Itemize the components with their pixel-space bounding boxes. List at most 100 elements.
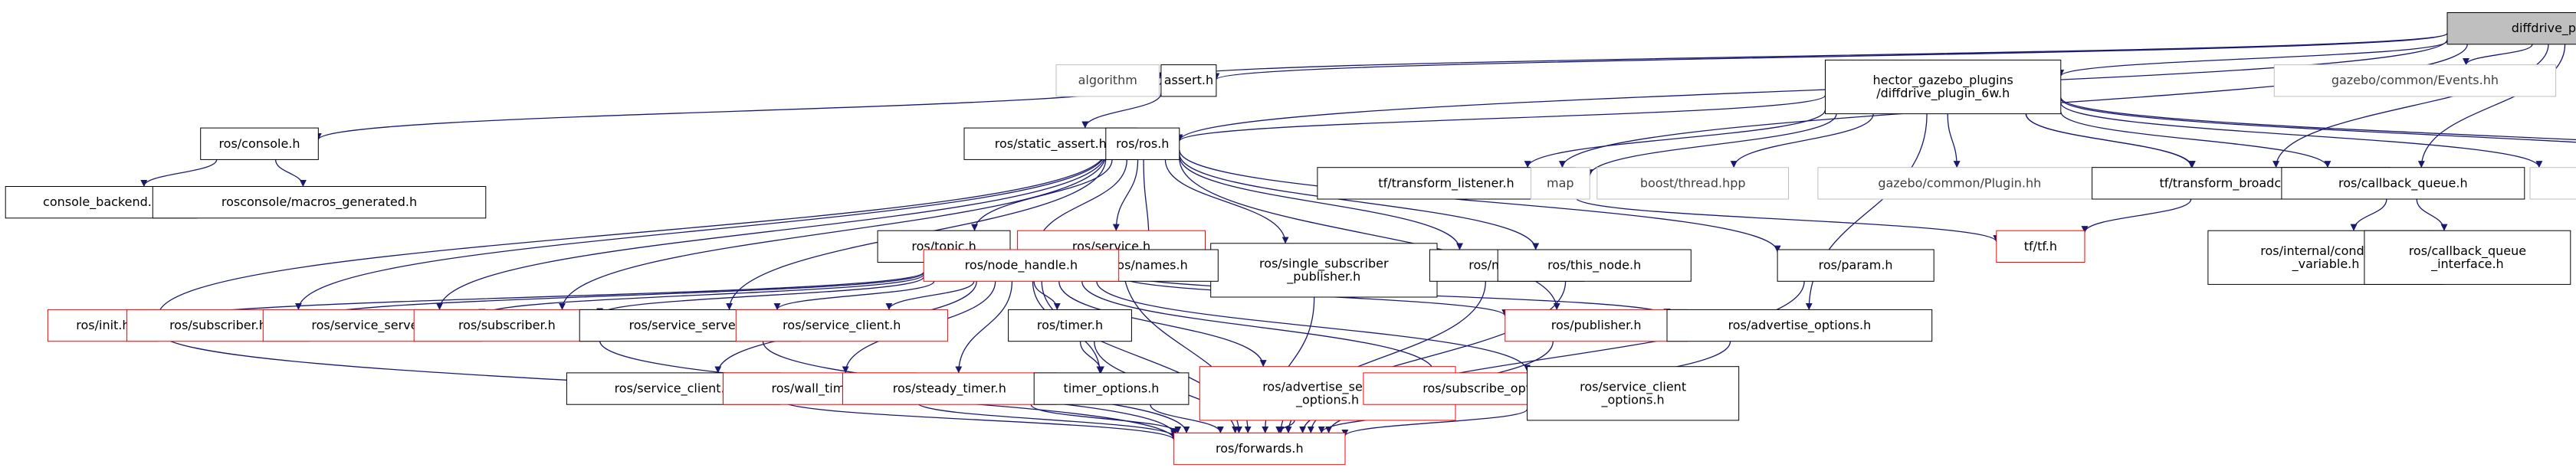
node-subscriber-b[interactable]: ros/subscriber.h [413, 309, 601, 342]
node-box [2364, 230, 2571, 285]
node-label: _options.h [1295, 392, 1359, 407]
node-box [1777, 249, 1934, 282]
node-label: ros/callback_queue [2409, 244, 2526, 259]
node-callback-queue[interactable]: ros/callback_queue.h [2281, 167, 2525, 200]
edge-node_handle-to-adv_service_options [1058, 281, 1267, 368]
edge-console-to-console_backend [140, 159, 218, 187]
node-label: _variable.h [2292, 257, 2360, 272]
edge-console-to-macros_generated [274, 159, 307, 187]
node-root[interactable]: diffdrive_plugin_6w.cpp [2446, 12, 2576, 45]
node-label: _publisher.h [1286, 269, 1360, 284]
node-box [1173, 432, 1346, 466]
node-ros[interactable]: ros/ros.h [1105, 127, 1180, 160]
node-macros-generated[interactable]: rosconsole/macros_generated.h [152, 186, 487, 219]
node-label: ros/param.h [1819, 258, 1893, 273]
node-label: ros/publisher.h [1551, 318, 1642, 332]
node-box [1527, 366, 1740, 421]
node-box [200, 127, 319, 160]
node-single-sub-pub[interactable]: ros/single_subscriber_publisher.h [1210, 243, 1438, 298]
edge-hector-to-ros [1176, 94, 1826, 142]
node-node-handle[interactable]: ros/node_handle.h [923, 249, 1120, 282]
node-timer-options[interactable]: timer_options.h [1033, 372, 1190, 405]
edge-ros-to-service_server_a [436, 152, 1107, 310]
edge-ros-to-init [155, 150, 1107, 316]
node-callback-queue-interface[interactable]: ros/callback_queue_interface.h [2364, 230, 2571, 285]
node-label: ros/timer.h [1037, 318, 1103, 332]
node-this-node[interactable]: ros/this_node.h [1497, 249, 1692, 282]
node-label: timer_options.h [1064, 381, 1160, 397]
node-gz-plugin: gazebo/common/Plugin.hh [1817, 167, 2102, 200]
node-box [2273, 64, 2557, 97]
edge-root-to-assert [1213, 33, 2448, 80]
edge-root-to-tf_broadcaster [2272, 44, 2549, 168]
node-label: ros/advertise_options.h [1728, 318, 1872, 333]
node-label: gazebo/common/Events.hh [2332, 73, 2499, 87]
node-console[interactable]: ros/console.h [200, 127, 319, 160]
node-label: ros/static_assert.h [995, 136, 1107, 152]
node-twist: geometry_msgs/Twist.h [2529, 167, 2576, 200]
node-service-client-options[interactable]: ros/service_client_options.h [1527, 366, 1740, 421]
node-label: ros/console.h [218, 136, 300, 151]
node-label: ros/internal/condition [2260, 244, 2391, 258]
node-map: map [1530, 167, 1590, 200]
edge-root-to-callback_queue [2417, 44, 2566, 168]
node-publisher[interactable]: ros/publisher.h [1505, 309, 1688, 342]
edge-node_handle-to-timer [1033, 281, 1061, 310]
node-label: ros/callback_queue.h [2338, 175, 2468, 191]
node-label: boost/thread.hpp [1640, 175, 1746, 190]
edge-root-to-gz_events [2463, 44, 2533, 66]
node-label: hector_gazebo_plugins [1873, 73, 2013, 88]
node-param[interactable]: ros/param.h [1777, 249, 1934, 282]
edge-node_handle-to-service_server_a [478, 273, 924, 316]
node-box [2529, 167, 2576, 200]
node-label: ros/forwards.h [1216, 441, 1304, 456]
node-label: ros/names.h [1112, 258, 1188, 273]
node-box [923, 249, 1120, 282]
node-forwards[interactable]: ros/forwards.h [1173, 432, 1346, 466]
node-hector[interactable]: hector_gazebo_plugins/diffdrive_plugin_6… [1825, 59, 2062, 115]
node-console-backend[interactable]: console_backend.h [5, 186, 198, 219]
node-box [842, 372, 1057, 405]
node-label: map [1547, 175, 1574, 190]
node-label: tf/tf.h [2024, 239, 2057, 253]
node-box [1008, 309, 1132, 342]
node-label: ros/this_node.h [1547, 258, 1641, 273]
node-label: assert.h [1164, 73, 1213, 87]
node-boost-thread: boost/thread.hpp [1596, 167, 1790, 200]
edge-node_handle-to-steady_timer [955, 281, 1013, 374]
header-nodes: diffdrive_plugin_6w.cpp algorithm assert.h… [5, 12, 2576, 466]
edge-timer-to-timer_options [1079, 341, 1104, 374]
node-label: ros/service_client.h [615, 381, 733, 397]
node-box [1033, 372, 1190, 405]
edge-tf_listener-to-tf [1574, 196, 2000, 243]
node-box [1825, 59, 2062, 115]
node-advertise-options[interactable]: ros/advertise_options.h [1666, 309, 1933, 342]
node-label: tf/transform_listener.h [1378, 175, 1514, 191]
node-label: ros/steady_timer.h [893, 381, 1006, 397]
node-label: ros/single_subscriber [1259, 256, 1389, 271]
edge-node_handle-to-service_client_a [885, 281, 975, 310]
node-label: rosconsole/macros_generated.h [222, 195, 417, 210]
node-label: ros/init.h [76, 318, 130, 332]
edge-service_client_options-to-forwards [1341, 408, 1528, 436]
edge-ros-to-this_node [1179, 153, 1540, 250]
edge-ros-to-subscriber_b [559, 154, 1107, 310]
node-box [152, 186, 487, 219]
node-gz-events: gazebo/common/Events.hh [2273, 64, 2557, 97]
node-label: ros/service_client [1580, 379, 1686, 394]
node-label: gazebo/common/Plugin.hh [1878, 175, 2041, 190]
node-box [1666, 309, 1933, 342]
node-label: algorithm [1078, 73, 1137, 87]
node-service-client-a[interactable]: ros/service_client.h [735, 309, 948, 342]
node-timer[interactable]: ros/timer.h [1008, 309, 1132, 342]
node-assert[interactable]: assert.h [1160, 64, 1217, 97]
node-box [1505, 309, 1688, 342]
edge-timer_options-to-forwards [1150, 404, 1224, 433]
node-label: _interface.h [2430, 257, 2504, 272]
node-tf[interactable]: tf/tf.h [1996, 230, 2085, 263]
node-label: ros/ros.h [1116, 136, 1169, 151]
node-box [1105, 127, 1180, 160]
node-steady-timer[interactable]: ros/steady_timer.h [842, 372, 1057, 405]
edge-node_handle-to-service_client_options [1096, 281, 1531, 372]
edge-ros-to-service [1112, 159, 1139, 231]
